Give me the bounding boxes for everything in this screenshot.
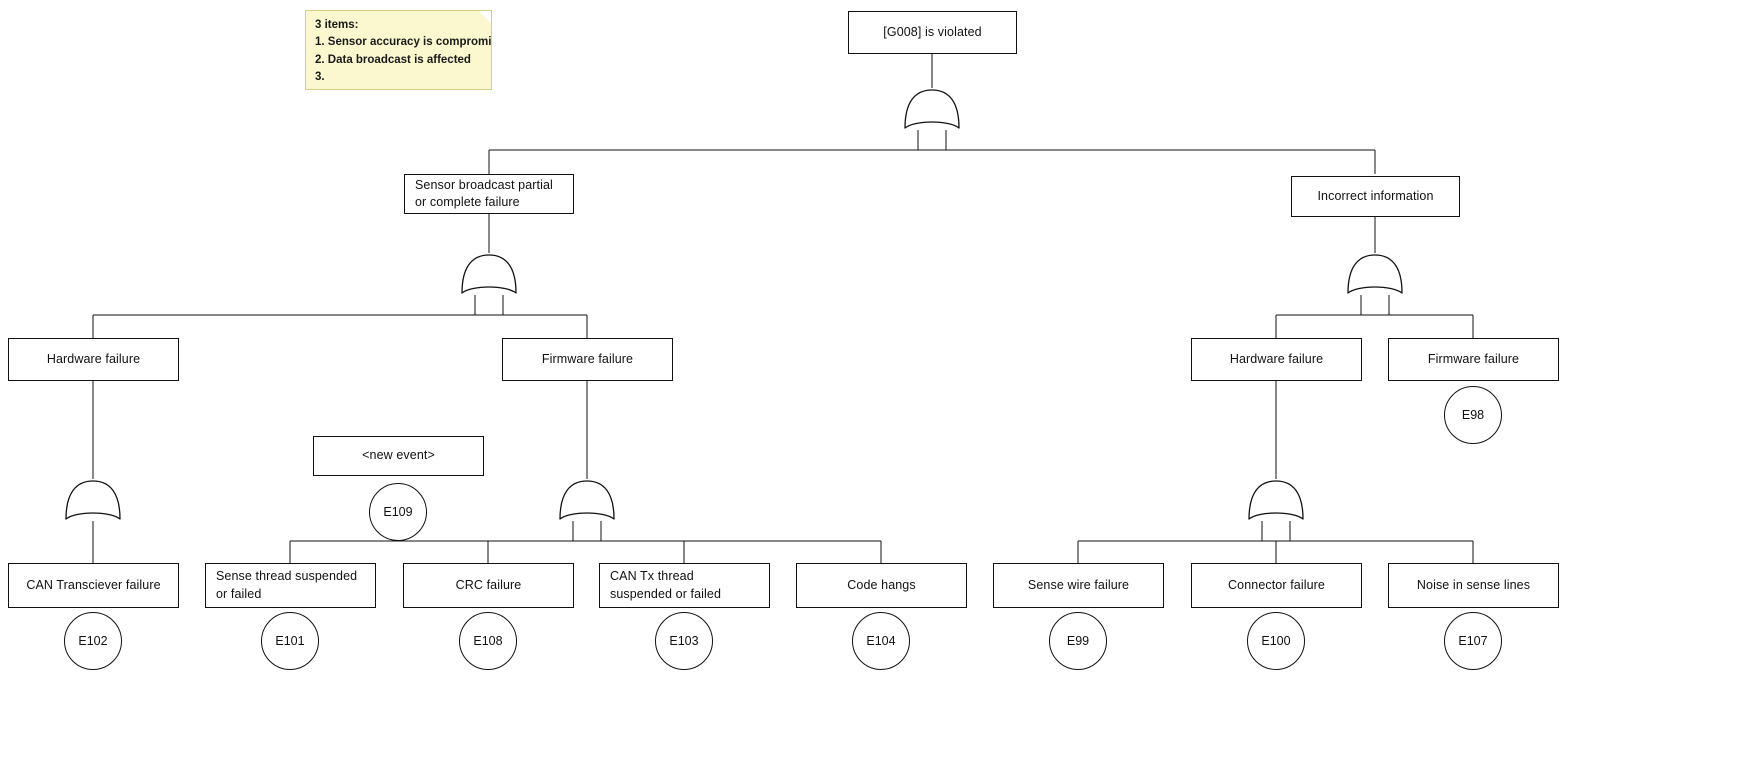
event-id-label: E100 [1261, 634, 1291, 648]
event-id-label: E104 [866, 634, 896, 648]
node-label: <new event> [362, 448, 435, 463]
node-label: Firmware failure [541, 351, 634, 366]
node-label: CRC failure [455, 577, 522, 592]
gate-incorrect-info-or[interactable] [1344, 253, 1406, 297]
gate-root-or[interactable] [901, 88, 963, 132]
event-id-label: E107 [1458, 634, 1488, 648]
event-circle-e101[interactable]: E101 [261, 612, 319, 670]
event-circle-e100[interactable]: E100 [1247, 612, 1305, 670]
node-firmware-failure-right[interactable]: Firmware failure [1388, 338, 1559, 381]
node-label: Noise in sense lines [1416, 577, 1531, 592]
node-label: Code hangs [847, 577, 916, 592]
gate-firmware-failure-left-or[interactable] [556, 479, 618, 523]
event-circle-e107[interactable]: E107 [1444, 612, 1502, 670]
node-label: CAN Transciever failure [26, 577, 161, 592]
node-label: Sense wire failure [1027, 577, 1130, 592]
event-id-label: E103 [669, 634, 699, 648]
event-id-label: E109 [383, 505, 413, 519]
node-label: Firmware failure [1427, 351, 1520, 366]
node-noise-in-sense-lines[interactable]: Noise in sense lines [1388, 563, 1559, 608]
node-label: Sense thread suspended or failed [216, 569, 358, 601]
node-incorrect-information[interactable]: Incorrect information [1291, 176, 1460, 217]
note-heading: 3 items: [315, 19, 359, 31]
event-id-label: E102 [78, 634, 108, 648]
node-can-tx-thread-suspended[interactable]: CAN Tx thread suspended or failed [599, 563, 770, 608]
sticky-note[interactable]: 3 items: 1. Sensor accuracy is compromis… [305, 10, 492, 90]
node-hardware-failure-left[interactable]: Hardware failure [8, 338, 179, 381]
node-sense-wire-failure[interactable]: Sense wire failure [993, 563, 1164, 608]
node-sensor-broadcast-failure[interactable]: Sensor broadcast partial or complete fai… [404, 174, 574, 214]
event-circle-e98[interactable]: E98 [1444, 386, 1502, 444]
note-item-2: 2. Data broadcast is affected [315, 53, 471, 66]
node-root-g008[interactable]: [G008] is violated [848, 11, 1017, 54]
node-can-transciever-failure[interactable]: CAN Transciever failure [8, 563, 179, 608]
gate-hardware-failure-right-or[interactable] [1245, 479, 1307, 523]
node-code-hangs[interactable]: Code hangs [796, 563, 967, 608]
node-label: Incorrect information [1317, 188, 1434, 203]
gate-hardware-failure-left-or[interactable] [62, 479, 124, 523]
node-label: Hardware failure [1229, 351, 1324, 366]
node-firmware-failure-left[interactable]: Firmware failure [502, 338, 673, 381]
event-circle-e108[interactable]: E108 [459, 612, 517, 670]
event-circle-e104[interactable]: E104 [852, 612, 910, 670]
node-sense-thread-suspended[interactable]: Sense thread suspended or failed [205, 563, 376, 608]
event-id-label: E108 [473, 634, 503, 648]
event-id-label: E98 [1461, 408, 1485, 422]
event-id-label: E101 [275, 634, 305, 648]
gate-sensor-broadcast-or[interactable] [458, 253, 520, 297]
node-label: Hardware failure [46, 351, 141, 366]
node-connector-failure[interactable]: Connector failure [1191, 563, 1362, 608]
note-item-3: 3. [315, 71, 325, 84]
node-label: [G008] is violated [883, 24, 982, 39]
note-item-1: 1. Sensor accuracy is compromised [315, 36, 492, 49]
event-circle-e103[interactable]: E103 [655, 612, 713, 670]
note-fold-icon [479, 11, 491, 23]
event-circle-e102[interactable]: E102 [64, 612, 122, 670]
node-crc-failure[interactable]: CRC failure [403, 563, 574, 608]
node-label: CAN Tx thread suspended or failed [610, 569, 722, 601]
node-label: Connector failure [1228, 577, 1325, 592]
node-label: Sensor broadcast partial or complete fai… [415, 177, 553, 209]
event-id-label: E99 [1066, 634, 1090, 648]
node-hardware-failure-right[interactable]: Hardware failure [1191, 338, 1362, 381]
event-circle-e99[interactable]: E99 [1049, 612, 1107, 670]
event-circle-e109[interactable]: E109 [369, 483, 427, 541]
node-new-event[interactable]: <new event> [313, 436, 484, 476]
